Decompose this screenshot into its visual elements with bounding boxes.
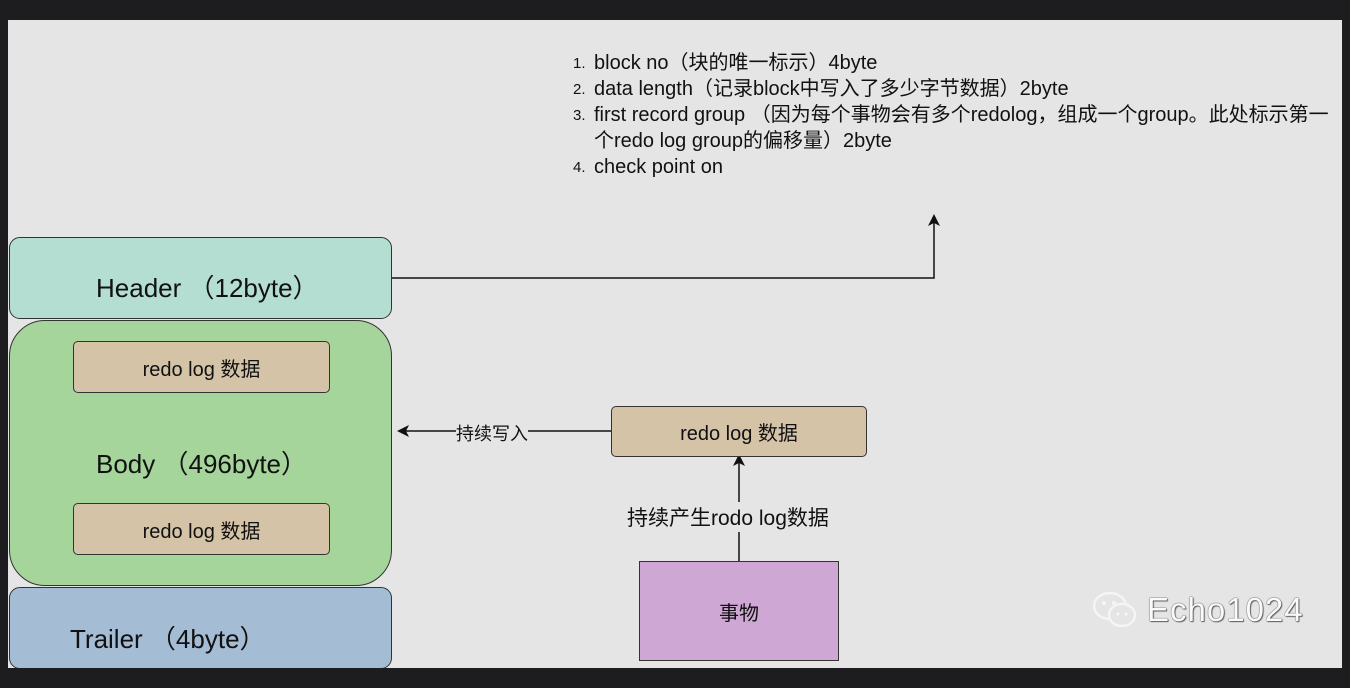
header-label: Header （12byte） <box>96 273 319 303</box>
list-number: 1. <box>573 55 586 72</box>
list-number: 4. <box>573 159 586 176</box>
header-field-item: 2. data length（记录block中写入了多少字节数据）2byte <box>573 76 1342 102</box>
transaction-label: 事物 <box>719 602 759 625</box>
trailer-section: Trailer （4byte） <box>9 587 392 668</box>
list-text: first record group （因为每个事物会有多个redolog，组成… <box>594 104 1329 152</box>
body-label: Body （496byte） <box>96 449 308 479</box>
body-log-box-1: redo log 数据 <box>73 341 330 393</box>
list-text: check point on <box>594 156 723 178</box>
wechat-icon <box>1092 591 1137 628</box>
header-section: Header （12byte） <box>9 237 392 319</box>
body-section: redo log 数据 Body （496byte） redo log 数据 <box>9 320 392 586</box>
list-number: 2. <box>573 81 586 98</box>
body-log-label-2: redo log 数据 <box>142 520 261 543</box>
redo-log-box-label: redo log 数据 <box>680 423 798 445</box>
header-field-list: 1. block no（块的唯一标示）4byte 2. data length（记录… <box>573 50 1342 180</box>
redo-log-box: redo log 数据 <box>611 406 867 457</box>
header-field-item: 3. first record group （因为每个事物会有多个redolog，… <box>573 102 1342 154</box>
header-field-item: 1. block no（块的唯一标示）4byte <box>573 50 1342 76</box>
body-log-box-2: redo log 数据 <box>73 503 330 555</box>
header-field-item: 4. check point on <box>573 154 1342 180</box>
body-log-label-1: redo log 数据 <box>142 358 261 381</box>
continuous-write-label: 持续写入 <box>456 420 528 446</box>
continuous-generate-label: 持续产生rodo log数据 <box>627 502 829 532</box>
transaction-box: 事物 <box>639 561 839 661</box>
diagram-canvas: 1. block no（块的唯一标示）4byte 2. data length（记录… <box>8 20 1342 668</box>
list-number: 3. <box>573 107 586 124</box>
trailer-label: Trailer （4byte） <box>70 624 266 654</box>
header-to-notes-arrow <box>392 214 940 279</box>
list-text: block no（块的唯一标示）4byte <box>594 52 878 74</box>
watermark: Echo1024 <box>1091 590 1304 630</box>
list-text: data length（记录block中写入了多少字节数据）2byte <box>594 78 1069 100</box>
watermark-text: Echo1024 <box>1147 591 1304 628</box>
